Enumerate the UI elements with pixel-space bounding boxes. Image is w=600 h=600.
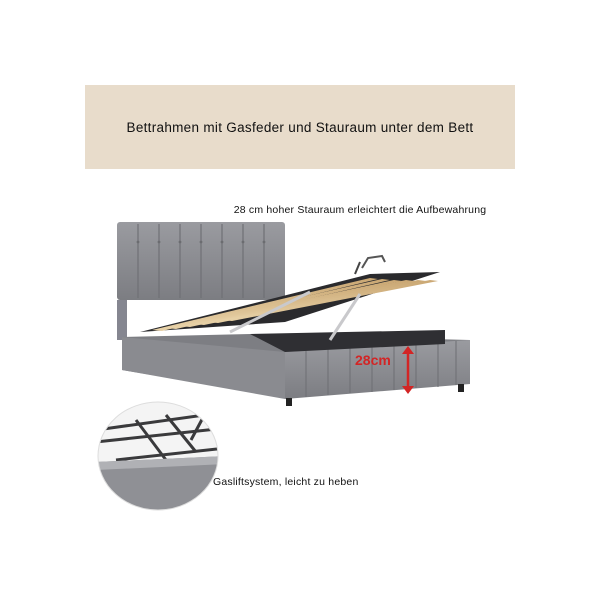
- gaslift-caption: Gasliftsystem, leicht zu heben: [213, 476, 359, 488]
- storage-caption: 28 cm hoher Stauraum erleichtert die Auf…: [233, 204, 487, 216]
- title-banner: Bettrahmen mit Gasfeder und Stauraum unt…: [85, 85, 515, 169]
- banner-title: Bettrahmen mit Gasfeder und Stauraum unt…: [126, 119, 474, 135]
- slatted-frame: [140, 254, 440, 341]
- height-arrow-icon: [402, 346, 414, 394]
- headboard: [117, 222, 285, 340]
- gaslift-detail-image: [97, 401, 219, 511]
- bed-product-image: [117, 222, 470, 406]
- bed-base: [122, 330, 470, 406]
- height-dimension-label: 28cm: [355, 352, 391, 368]
